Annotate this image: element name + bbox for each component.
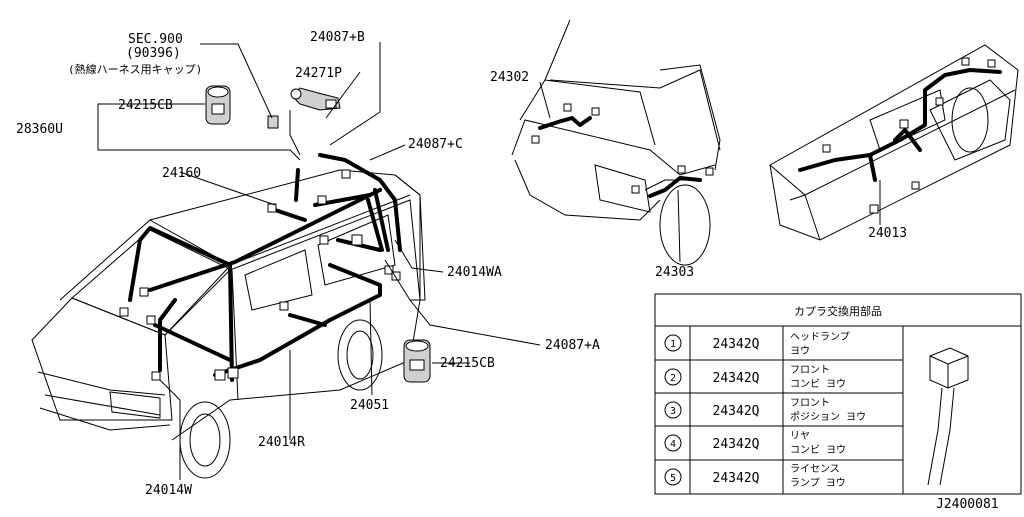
row-3-num: 3	[670, 406, 676, 417]
row-4-part: 24342Q	[713, 437, 760, 452]
grommet-top	[205, 85, 231, 125]
row-3-desc1: フロント	[790, 398, 830, 409]
rear-interior-closeup	[769, 44, 1019, 241]
front-closeup	[511, 19, 721, 266]
label-24014WA: 24014WA	[447, 265, 502, 280]
row-2-desc1: フロント	[790, 365, 830, 376]
label-28360U: 28360U	[16, 122, 63, 137]
row-4-desc2: コンビ ヨウ	[790, 444, 846, 456]
leader-lines-left	[97, 42, 541, 480]
label-24014W: 24014W	[145, 483, 192, 498]
label-24013: 24013	[868, 226, 907, 241]
label-24160: 24160	[162, 166, 201, 181]
diagram-code: J2400081	[936, 497, 999, 512]
table-header: カプラ交換用部品	[794, 304, 882, 318]
label-24087C: 24087+C	[408, 137, 463, 152]
van-body-outline	[31, 169, 426, 479]
label-24302: 24302	[490, 70, 529, 85]
row-3-desc2: ポジション ヨウ	[790, 411, 866, 423]
label-24051: 24051	[350, 398, 389, 413]
cap-24271P	[290, 87, 341, 111]
row-1-desc2: ヨウ	[790, 345, 810, 357]
row-5-part: 24342Q	[713, 471, 760, 486]
sec900-cap	[267, 115, 279, 129]
part-labels: SEC.900 (90396) (熱線ハーネス用キャップ) 24087+B 24…	[16, 30, 999, 512]
row-5-desc2: ランプ ヨウ	[790, 477, 846, 489]
label-24087A: 24087+A	[545, 338, 600, 353]
coupler-icon	[927, 347, 969, 486]
label-24014R: 24014R	[258, 435, 305, 450]
label-24303: 24303	[655, 265, 694, 280]
coupler-parts-table: カプラ交換用部品 1 2 3 4 5 24342Q 24342Q 24342Q …	[654, 293, 1022, 495]
label-24087B: 24087+B	[310, 30, 365, 45]
label-sec900-note: (熱線ハーネス用キャップ)	[68, 62, 202, 76]
label-24215CB-bottom: 24215CB	[440, 356, 495, 371]
row-5-num: 5	[670, 473, 676, 484]
row-2-desc2: コンビ ヨウ	[790, 378, 846, 390]
row-2-part: 24342Q	[713, 371, 760, 386]
row-4-desc1: リヤ	[790, 431, 810, 442]
label-24215CB-top: 24215CB	[118, 98, 173, 113]
row-4-num: 4	[670, 439, 676, 450]
row-5-desc1: ライセンス	[790, 463, 840, 475]
row-1-desc1: ヘッドランプ	[790, 331, 850, 343]
row-1-part: 24342Q	[713, 337, 760, 352]
label-sec900-code: (90396)	[126, 46, 181, 61]
van-connectors	[119, 169, 401, 381]
grommet-bottom	[403, 339, 431, 383]
label-sec900: SEC.900	[128, 32, 183, 47]
row-1-num: 1	[670, 339, 676, 350]
row-3-part: 24342Q	[713, 404, 760, 419]
label-24271P: 24271P	[295, 66, 342, 81]
row-2-num: 2	[670, 373, 676, 384]
van-harness	[128, 153, 402, 382]
